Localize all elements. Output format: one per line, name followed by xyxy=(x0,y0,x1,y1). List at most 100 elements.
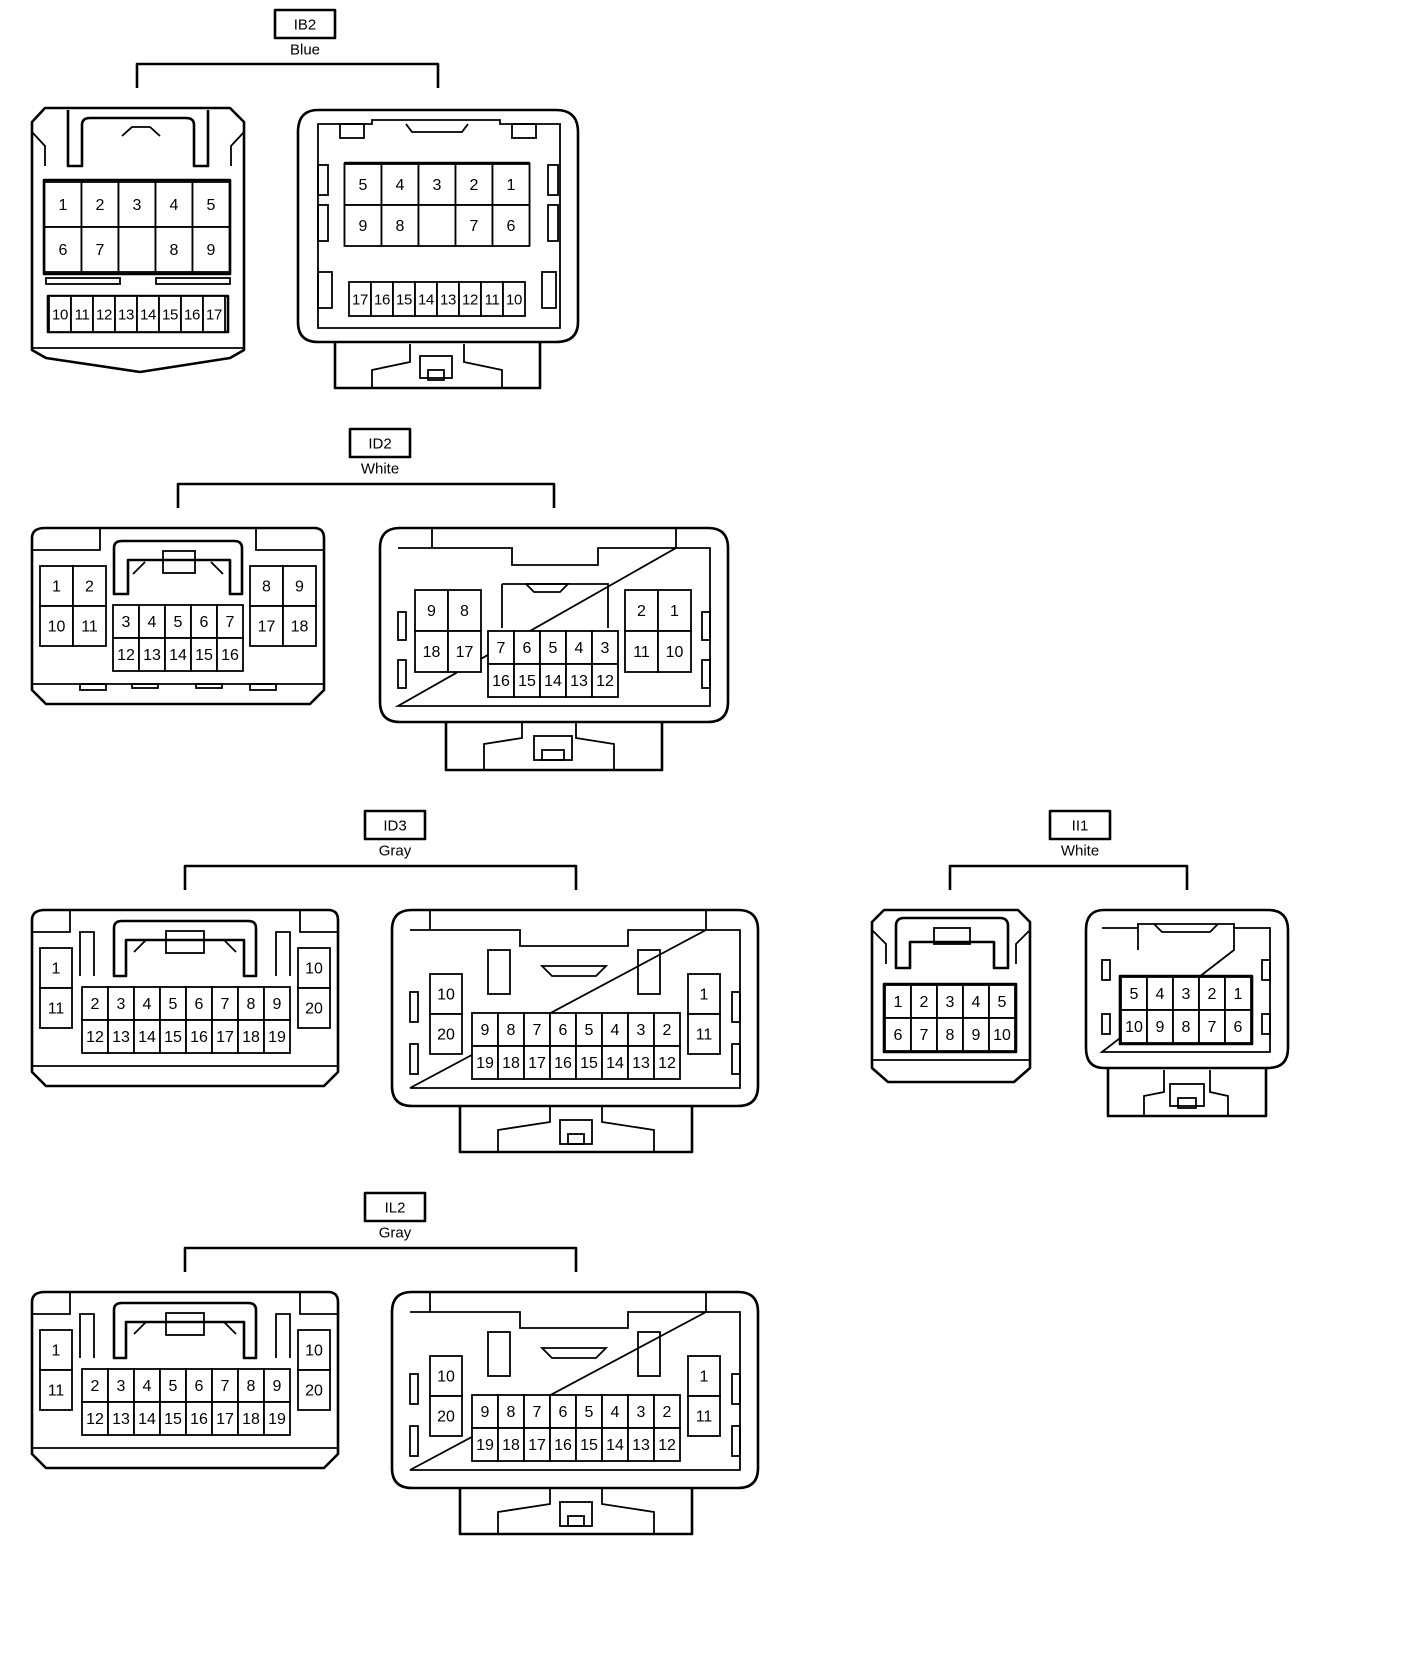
pin-number: 4 xyxy=(170,197,179,214)
pin-cell xyxy=(653,1394,681,1429)
pin-number: 18 xyxy=(502,1055,520,1072)
outline xyxy=(1084,908,1290,1070)
pin-number: 6 xyxy=(559,1404,568,1421)
pin-number: 8 xyxy=(507,1022,516,1039)
pin-number: 14 xyxy=(606,1055,624,1072)
side-slot xyxy=(317,204,329,242)
pin-number: 14 xyxy=(138,1029,156,1046)
pin-cell xyxy=(429,1395,463,1437)
pin-cell xyxy=(263,1368,291,1403)
pin-number: 9 xyxy=(481,1404,490,1421)
lock-tab xyxy=(559,1119,593,1145)
pin-cell xyxy=(471,1427,499,1462)
pin-number: 9 xyxy=(273,1378,282,1395)
code-box xyxy=(348,427,412,459)
pin-number: 14 xyxy=(418,292,434,309)
pin-number: 7 xyxy=(226,614,235,631)
pin-number: 8 xyxy=(507,1404,516,1421)
pin-number: 15 xyxy=(164,1029,182,1046)
lock-housing xyxy=(333,342,542,390)
outline xyxy=(30,526,326,706)
pin-number: 10 xyxy=(437,987,455,1004)
pin-number: 17 xyxy=(216,1029,234,1046)
pin-number: 5 xyxy=(169,996,178,1013)
connector-color: White xyxy=(1061,843,1099,860)
pin-number: 9 xyxy=(1156,1019,1165,1036)
pin-cell xyxy=(39,605,74,647)
keyway xyxy=(539,1347,609,1359)
code-box xyxy=(363,809,427,841)
connector-color: White xyxy=(361,461,399,478)
side-guide xyxy=(871,929,1031,964)
pin-number: 6 xyxy=(1234,1019,1243,1036)
pin-number: 17 xyxy=(258,619,276,636)
side-slot xyxy=(731,991,741,1023)
pin-cell xyxy=(202,295,226,333)
pin-cell xyxy=(627,1427,655,1462)
pin-number: 7 xyxy=(497,640,506,657)
pin-number: 3 xyxy=(122,614,131,631)
guide-slot xyxy=(487,1331,511,1377)
pin-cell xyxy=(471,1045,499,1080)
pin-number: 15 xyxy=(396,292,412,309)
pin-number: 2 xyxy=(91,996,100,1013)
pin-cell xyxy=(591,630,619,665)
pin-number: 1 xyxy=(59,197,68,214)
keyway xyxy=(405,123,469,133)
pin-cell xyxy=(988,984,1016,1019)
pin-cell xyxy=(936,984,964,1019)
side-slot xyxy=(1261,959,1271,981)
pin-number: 5 xyxy=(1130,986,1139,1003)
keyway xyxy=(539,965,609,977)
pin-number: 2 xyxy=(85,579,94,596)
pin-cell xyxy=(216,637,244,672)
pin-number: 10 xyxy=(305,961,323,978)
pin-cell xyxy=(627,1012,655,1047)
connector-color: Gray xyxy=(379,843,412,860)
pin-frame xyxy=(1118,974,1254,1046)
latch-tab xyxy=(133,1321,237,1335)
lock-arm xyxy=(497,1488,655,1534)
pairing-bracket xyxy=(948,864,1189,890)
lock-tab xyxy=(533,735,573,761)
pin-cell xyxy=(687,973,721,1015)
pin-cell xyxy=(263,1019,291,1054)
pin-cell xyxy=(591,663,619,698)
outline xyxy=(30,106,246,374)
pin-number: 9 xyxy=(359,218,368,235)
pin-number: 5 xyxy=(998,994,1007,1011)
pin-cell xyxy=(565,630,593,665)
pin-number: 2 xyxy=(637,603,646,620)
code-box xyxy=(1048,809,1112,841)
pin-cell xyxy=(454,204,494,247)
pin-cell xyxy=(549,1427,577,1462)
pin-number: 15 xyxy=(195,647,213,664)
pin-number: 3 xyxy=(637,1404,646,1421)
pin-number: 5 xyxy=(169,1378,178,1395)
slot xyxy=(339,123,365,139)
pin-number: 19 xyxy=(476,1055,494,1072)
pin-number: 7 xyxy=(221,1378,230,1395)
pin-number: 1 xyxy=(670,603,679,620)
pin-number: 15 xyxy=(580,1055,598,1072)
pin-number: 1 xyxy=(894,994,903,1011)
pin-number: 7 xyxy=(470,218,479,235)
pin-number: 14 xyxy=(169,647,187,664)
pin-number: 1 xyxy=(52,961,61,978)
side-slot xyxy=(409,1373,419,1405)
connector-color: Gray xyxy=(379,1225,412,1242)
pin-number: 8 xyxy=(946,1027,955,1044)
pin-frame xyxy=(882,982,1018,1054)
foot xyxy=(195,683,223,689)
pin-number: 11 xyxy=(48,1001,65,1018)
pin-number: 4 xyxy=(575,640,584,657)
pin-cell xyxy=(133,1401,161,1436)
pin-cell xyxy=(417,163,457,206)
side-slot xyxy=(397,659,407,689)
pin-cell xyxy=(107,986,135,1021)
